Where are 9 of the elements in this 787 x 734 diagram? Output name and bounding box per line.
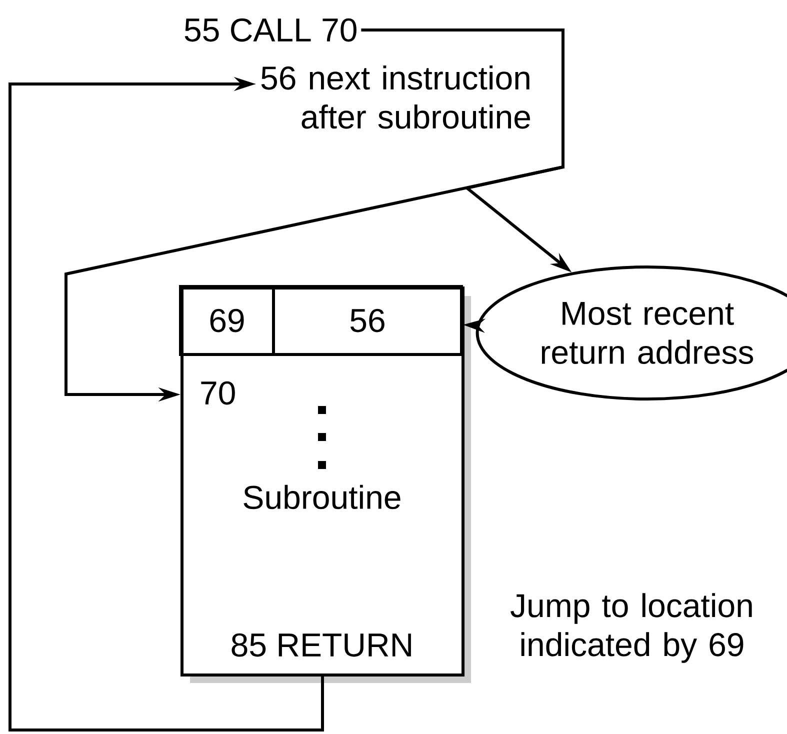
node-label: 70: [201, 381, 235, 405]
node-label: 85 RETURN: [232, 633, 411, 657]
table-cell: 69: [179, 285, 275, 356]
table-cell: 56: [272, 285, 463, 356]
instruction-text: 55 CALL 70: [184, 18, 356, 42]
arrow: [8, 76, 324, 732]
note-text: Jump to location indicated by 69: [510, 593, 752, 663]
node-label: Subroutine: [244, 484, 400, 510]
instruction-text: 56 next instruction after subroutine: [261, 66, 530, 129]
